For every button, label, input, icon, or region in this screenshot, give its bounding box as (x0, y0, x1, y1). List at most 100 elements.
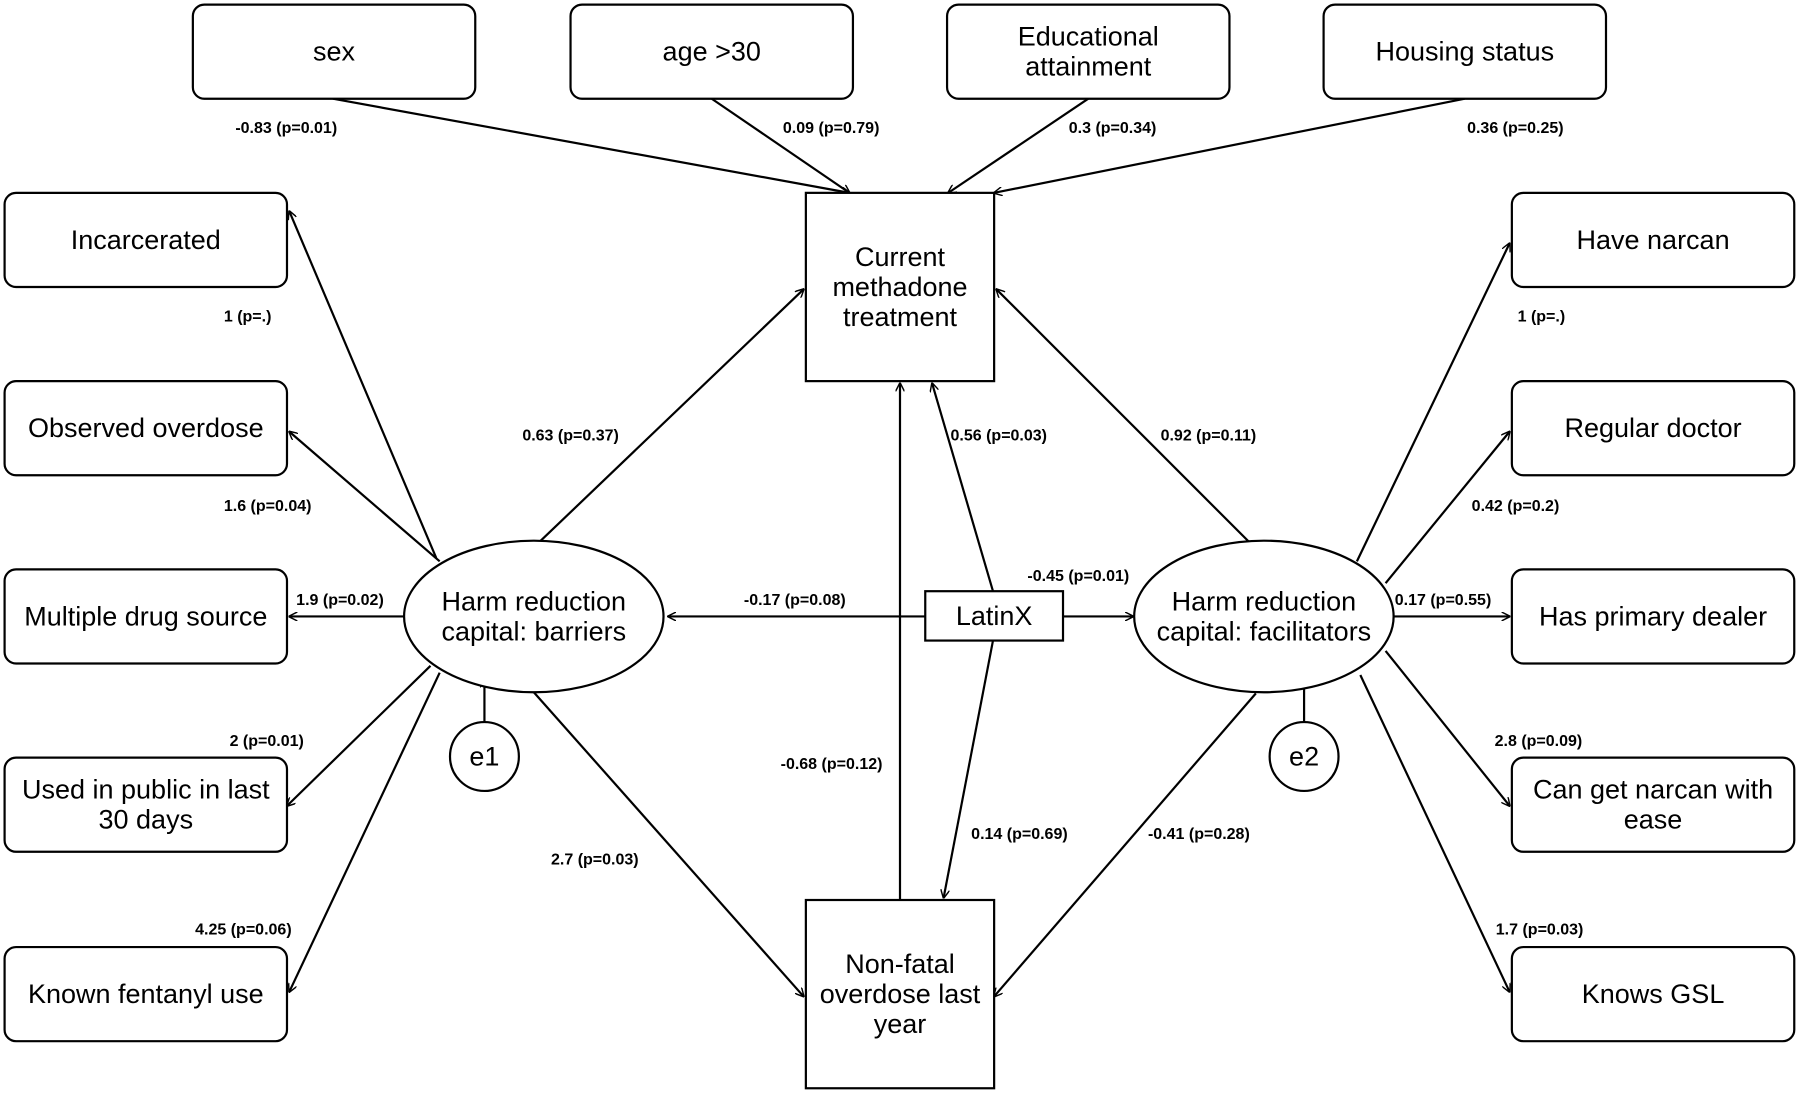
coef-facilitators-regular-doctor: 0.42 (p=0.2) (1472, 498, 1560, 515)
coef-facilitators-to-methadone: 0.92 (p=0.11) (1161, 428, 1257, 445)
node-observed-overdose: Observed overdose (3, 380, 289, 477)
coef-latinx-to-overdose: 0.14 (p=0.69) (971, 826, 1068, 843)
node-label-line: Used in public in last (22, 775, 270, 805)
node-label-line: treatment (843, 302, 958, 332)
path-arrow (532, 691, 804, 996)
coef-facilitators-to-overdose: -0.41 (p=0.28) (1148, 826, 1250, 843)
coef-barriers-observed-overdose: 1.6 (p=0.04) (224, 498, 312, 515)
node-label-line: Regular doctor (1565, 413, 1742, 443)
node-incarcerated: Incarcerated (3, 191, 289, 289)
node-label-line: Non-fatal (845, 949, 955, 979)
node-label-line: ease (1624, 805, 1683, 835)
node-label-line: Educational (1018, 22, 1159, 52)
node-label-line: Have narcan (1577, 225, 1730, 255)
coef-barriers-known-fentanyl: 4.25 (p=0.06) (195, 921, 292, 938)
coef-facilitators-narcan-ease: 2.8 (p=0.09) (1495, 733, 1583, 750)
path-arrow (289, 211, 438, 559)
node-box (3, 380, 289, 477)
node-label-line: Housing status (1375, 37, 1554, 67)
node-sex: sex (191, 3, 477, 100)
node-box (3, 568, 289, 665)
node-e2: e2 (1268, 720, 1340, 793)
node-box (191, 3, 477, 100)
node-label-line: LatinX (956, 601, 1033, 631)
node-box (1510, 380, 1796, 477)
coef-facilitators-knows-gsl: 1.7 (p=0.03) (1496, 921, 1584, 938)
path-arrow (332, 97, 850, 193)
node-e1: e1 (448, 720, 520, 793)
node-primary-dealer: Has primary dealer (1510, 568, 1796, 665)
path-arrow (932, 383, 995, 592)
node-have-narcan: Have narcan (1510, 191, 1796, 289)
node-label-line: Can get narcan with (1533, 775, 1773, 805)
path-arrow (538, 289, 804, 543)
coef-barriers-incarcerated: 1 (p=.) (224, 308, 272, 325)
node-label-line: Has primary dealer (1539, 601, 1767, 631)
coef-age-to-methadone: 0.09 (p=0.79) (783, 120, 880, 137)
node-box (1510, 191, 1796, 289)
node-label-line: Knows GSL (1582, 979, 1725, 1009)
coef-overdose-to-methadone: -0.68 (p=0.12) (781, 756, 883, 773)
node-label-line: Observed overdose (28, 413, 264, 443)
node-label-line: Current (855, 242, 946, 272)
error-circle (448, 720, 520, 793)
node-box (924, 590, 1065, 642)
node-housing: Housing status (1322, 3, 1608, 100)
node-label-line: sex (313, 37, 356, 67)
coef-latinx-to-methadone: 0.56 (p=0.03) (951, 428, 1048, 445)
node-label-line: Incarcerated (71, 225, 221, 255)
node-box (3, 945, 289, 1043)
node-regular-doctor: Regular doctor (1510, 380, 1796, 477)
latent-ellipse (402, 539, 665, 694)
coef-barriers-multiple-drug-source: 1.9 (p=0.02) (296, 592, 384, 609)
node-label-line: capital: barriers (442, 616, 627, 646)
node-label-line: 30 days (99, 805, 194, 835)
node-label-line: age >30 (663, 37, 761, 67)
node-latinx: LatinX (924, 590, 1065, 642)
node-age: age >30 (569, 3, 855, 100)
path-arrow (994, 97, 1466, 193)
node-knows-gsl: Knows GSL (1510, 945, 1796, 1043)
node-label-line: overdose last (820, 979, 981, 1009)
node-label-line: Multiple drug source (24, 601, 267, 631)
path-arrow (287, 665, 432, 806)
node-label-line: e2 (1289, 742, 1319, 772)
path-coefficients: -0.83 (p=0.01)0.09 (p=0.79)0.3 (p=0.34)0… (195, 120, 1583, 938)
node-box (1510, 945, 1796, 1043)
node-known-fentanyl: Known fentanyl use (3, 945, 289, 1043)
node-label-line: year (874, 1009, 927, 1039)
node-box (804, 191, 996, 383)
node-box (945, 3, 1231, 100)
coef-latinx-to-facilitators: -0.45 (p=0.01) (1027, 568, 1129, 585)
path-arrow (948, 97, 1089, 193)
path-arrow (1384, 432, 1510, 584)
node-label-line: attainment (1025, 52, 1152, 82)
error-circle (1268, 720, 1340, 793)
node-box (1510, 756, 1796, 853)
coef-housing-to-methadone: 0.36 (p=0.25) (1467, 120, 1564, 137)
node-label-line: Harm reduction (1172, 586, 1357, 616)
latent-ellipse (1133, 539, 1395, 694)
path-arrow (1355, 243, 1510, 562)
coef-facilitators-have-narcan: 1 (p=.) (1518, 308, 1566, 325)
node-box (804, 898, 996, 1090)
node-box (3, 191, 289, 289)
coef-barriers-to-overdose: 2.7 (p=0.03) (551, 851, 639, 868)
path-arrows (287, 97, 1510, 997)
coef-sex-to-methadone: -0.83 (p=0.01) (235, 120, 337, 137)
node-label-line: e1 (469, 742, 499, 772)
node-box (1322, 3, 1608, 100)
path-arrow (289, 432, 441, 563)
path-arrow (1384, 650, 1510, 806)
path-arrow (944, 640, 995, 898)
path-arrow (994, 692, 1257, 996)
path-arrow (711, 97, 850, 193)
